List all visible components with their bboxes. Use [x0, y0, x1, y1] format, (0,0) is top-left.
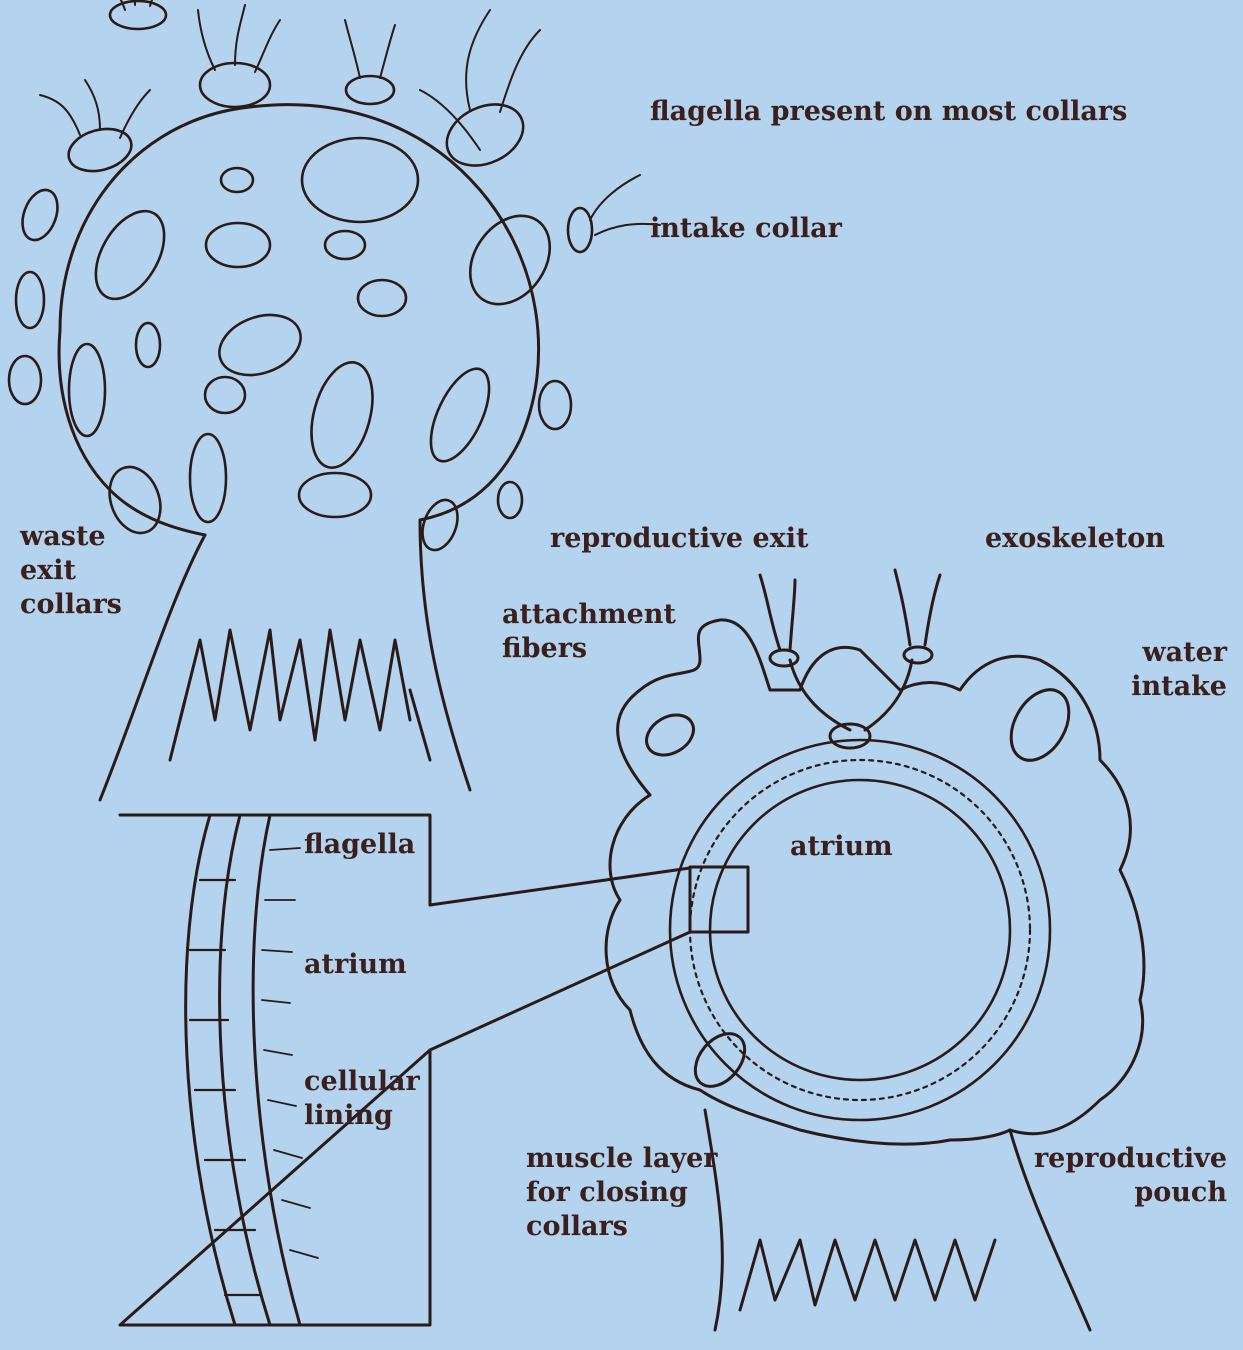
label-exoskeleton: exoskeleton: [985, 522, 1165, 556]
label-intake-collar: intake collar: [650, 212, 842, 246]
label-inset-atrium: atrium: [304, 948, 407, 982]
label-reproductive-pouch: reproductive pouch: [1034, 1142, 1227, 1210]
label-cellular-lining: cellular lining: [304, 1065, 420, 1133]
label-muscle-layer: muscle layer for closing collars: [526, 1142, 718, 1244]
organism-exterior: [59, 105, 539, 800]
label-inset-flagella: flagella: [304, 828, 415, 862]
label-atrium-section: atrium: [790, 830, 893, 864]
label-flagella-present: flagella present on most collars: [650, 95, 1127, 129]
flagella-top: [40, 0, 660, 235]
attachment-fibers-top: [170, 630, 430, 760]
label-waste-exit-collars: waste exit collars: [20, 520, 122, 622]
collars-top: [9, 1, 592, 555]
label-water-intake: water intake: [1131, 636, 1227, 704]
label-attachment-fibers: attachment fibers: [502, 598, 676, 666]
label-reproductive-exit: reproductive exit: [550, 522, 808, 556]
